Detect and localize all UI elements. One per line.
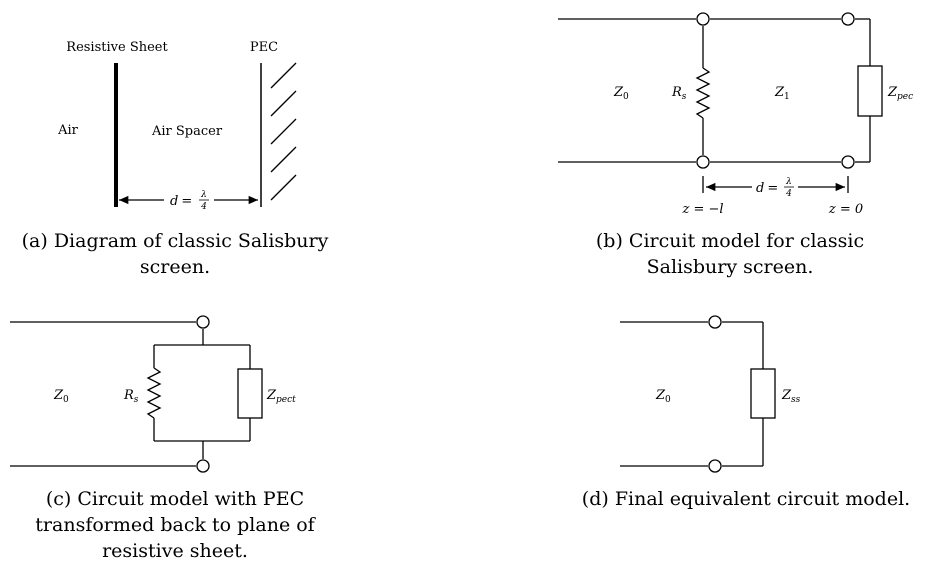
zss-label: Zss (781, 388, 801, 405)
distance-label: d= λ 4 (170, 190, 209, 212)
z-left-label: z = −l (681, 202, 723, 217)
svg-text:d=: d= (756, 181, 778, 196)
node (841, 12, 855, 26)
node (696, 155, 710, 169)
z0-label: Z0 (613, 85, 629, 102)
zpect-label: Zpect (266, 388, 296, 405)
diagram-c: Z0 Rs Zpect (10, 315, 296, 473)
distance-den: 4 (200, 202, 207, 212)
node (708, 315, 722, 329)
diagram-b: Z0 Rs Z1 Zpec d= λ 4 z = −l z = 0 (558, 12, 913, 217)
air-spacer-label: Air Spacer (151, 124, 223, 139)
node (708, 459, 722, 473)
impedance-box-zpect (237, 368, 263, 419)
resistive-sheet-label: Resistive Sheet (66, 40, 168, 55)
caption-d: (d) Final equivalent circuit model. (581, 488, 911, 510)
distance-label: d= λ 4 (756, 177, 794, 199)
resistor-rs (146, 367, 162, 419)
node (696, 12, 710, 26)
svg-text:λ: λ (785, 177, 792, 187)
distance-var: d (170, 194, 178, 209)
svg-text:4: 4 (785, 189, 792, 199)
svg-text:d=: d= (170, 194, 192, 209)
node (196, 315, 210, 329)
caption-b: (b) Circuit model for classic Salisbury … (595, 230, 865, 278)
impedance-box-zss (750, 368, 776, 419)
distance-eq: = (181, 194, 192, 209)
caption-c: (c) Circuit model with PEC transformed b… (35, 488, 315, 562)
distance-num: λ (200, 190, 207, 200)
z0-label: Z0 (53, 388, 69, 405)
pec-label: PEC (250, 40, 278, 55)
air-label: Air (57, 123, 79, 138)
rs-label: Rs (671, 85, 687, 102)
node (841, 155, 855, 169)
caption-a: (a) Diagram of classic Salisbury screen. (21, 230, 329, 278)
node (196, 459, 210, 473)
zpec-label: Zpec (887, 85, 913, 102)
z-right-label: z = 0 (828, 202, 863, 217)
z1-label: Z1 (774, 85, 790, 102)
pec-hatching (270, 62, 297, 201)
rs-label: Rs (123, 388, 139, 405)
diagram-a: Resistive Sheet PEC Air Air Spacer d= λ … (57, 40, 297, 212)
z0-label: Z0 (655, 388, 671, 405)
impedance-box-zpec (857, 65, 883, 117)
resistor-rs (695, 67, 711, 119)
diagram-d: Z0 Zss (620, 315, 801, 473)
